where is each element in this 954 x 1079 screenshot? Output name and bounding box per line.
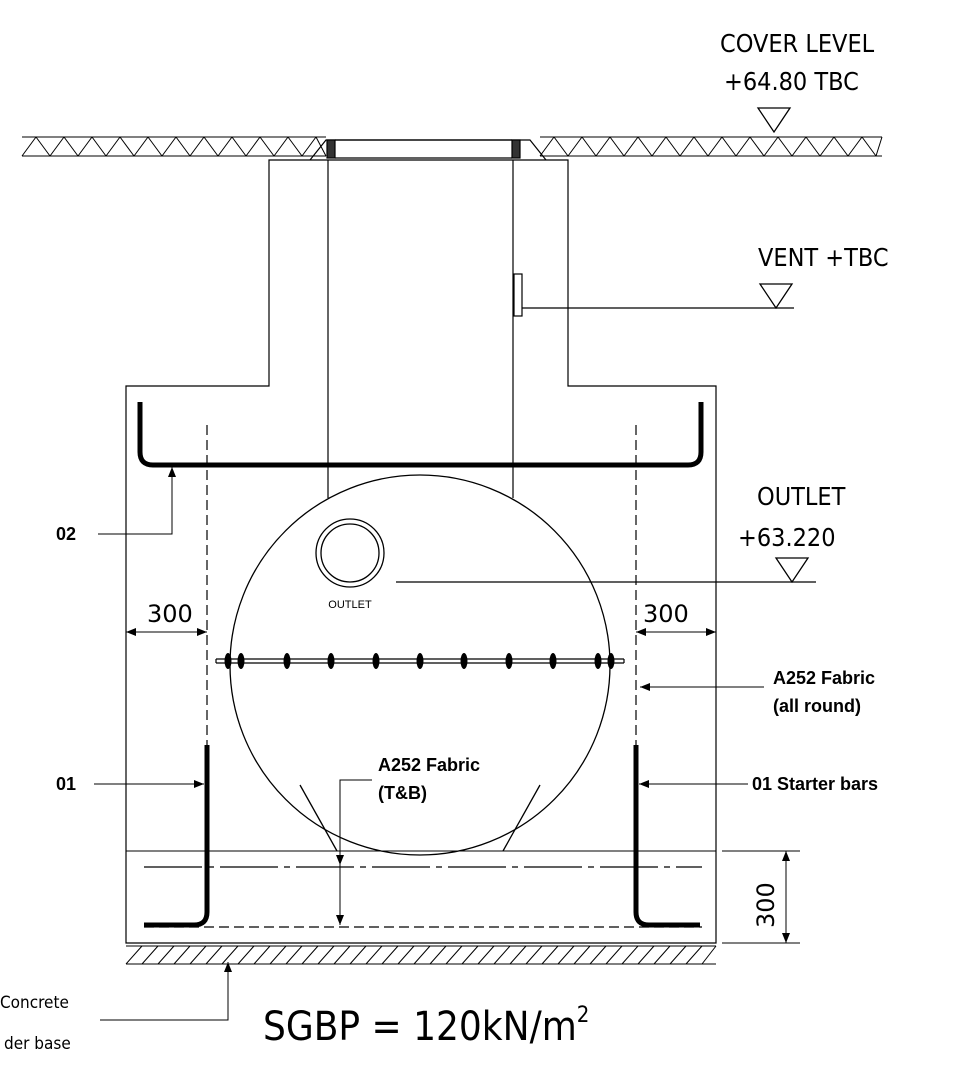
callout-01-text: 01 xyxy=(56,774,76,794)
cover-level-label: COVER LEVEL xyxy=(720,29,875,58)
concrete-surround-outline xyxy=(125,159,717,944)
callout-fabric-base-line2: (T&B) xyxy=(378,783,427,803)
tank-outlet-text: OUTLET xyxy=(328,599,372,611)
outlet-level-marker xyxy=(396,557,816,584)
vent-stub xyxy=(513,273,794,317)
callout-fabric-wall-line1: A252 Fabric xyxy=(773,668,875,688)
callout-fabric-base-leader xyxy=(336,779,372,925)
outlet-level-value: +63.220 xyxy=(738,523,836,552)
top-reinforcement-bar-02 xyxy=(137,402,704,468)
cover-level-value: +64.80 TBC xyxy=(724,67,859,96)
sgbp-text: SGBP = 120kN/m2 xyxy=(263,1003,589,1050)
starter-bar-right xyxy=(633,745,700,928)
access-turret xyxy=(327,160,514,498)
callout-02-text: 02 xyxy=(56,524,76,544)
dimension-right-text: 300 xyxy=(643,600,689,628)
callout-fabric-wall-line2: (all round) xyxy=(773,696,861,716)
callout-02-leader xyxy=(98,467,176,535)
callout-concrete-leader xyxy=(100,962,232,1021)
dimension-base-300 xyxy=(722,850,800,944)
callout-fabric-base-line1: A252 Fabric xyxy=(378,755,480,775)
soil-base-hatch xyxy=(125,945,717,965)
cover-level-marker xyxy=(756,107,792,134)
dimension-base-text: 300 xyxy=(752,882,780,928)
tank-strap-bar xyxy=(215,653,625,669)
callout-01-starter-text: 01 Starter bars xyxy=(752,774,878,794)
outlet-pipe xyxy=(315,518,385,588)
callout-concrete-line2: der base xyxy=(4,1034,71,1054)
dimension-left-text: 300 xyxy=(147,600,193,628)
callout-concrete-line1: Concrete xyxy=(0,993,69,1013)
vent-level-label: VENT +TBC xyxy=(758,243,889,272)
ground-surface-hatch xyxy=(21,136,883,157)
outlet-level-label: OUTLET xyxy=(757,482,846,511)
vent-level-marker xyxy=(758,283,794,310)
a252-fabric-base-lines xyxy=(144,866,702,928)
a252-fabric-wall-lines xyxy=(206,425,637,745)
manhole-cover-frame xyxy=(309,139,547,161)
starter-bar-left xyxy=(144,745,210,928)
